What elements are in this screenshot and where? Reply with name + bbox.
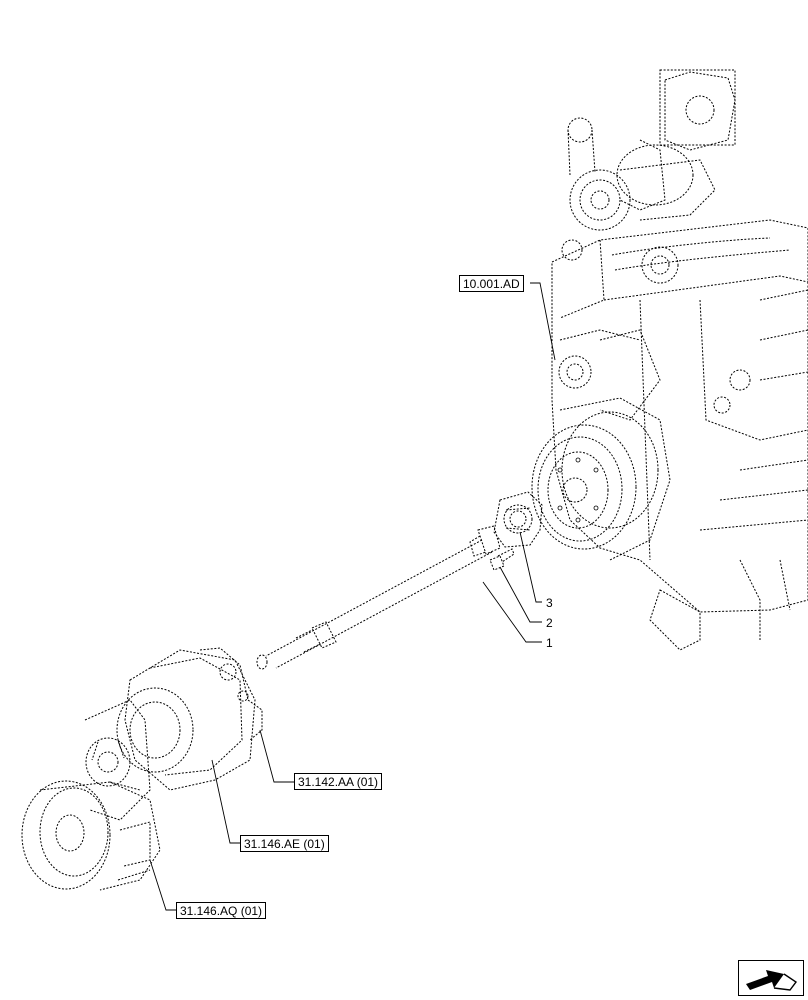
reference-engine[interactable]: 10.001.AD [459, 275, 524, 292]
leader-line-2 [499, 566, 542, 623]
drive-shaft-part-1 [256, 525, 501, 670]
leader-line-1 [482, 581, 542, 643]
leader-line-pto-aa [259, 729, 294, 783]
flange-plate-part-3 [493, 491, 543, 548]
leader-line-engine [530, 282, 556, 361]
leader-line-pto-ae [211, 759, 240, 844]
leader-line-pto-aq [149, 859, 176, 911]
reference-pto-aq[interactable]: 31.146.AQ (01) [176, 902, 267, 919]
callout-item-1: 1 [546, 636, 553, 650]
reference-pto-ae[interactable]: 31.146.AE (01) [240, 835, 329, 852]
reference-pto-aa[interactable]: 31.142.AA (01) [294, 773, 383, 790]
bolt-part-2 [489, 548, 515, 571]
next-page-arrow-icon[interactable] [738, 960, 804, 996]
callout-item-2: 2 [546, 616, 553, 630]
callout-item-3: 3 [546, 596, 553, 610]
pto-gearbox-illustration [21, 647, 263, 891]
engine-illustration [531, 69, 808, 651]
leader-line-3 [519, 531, 542, 603]
